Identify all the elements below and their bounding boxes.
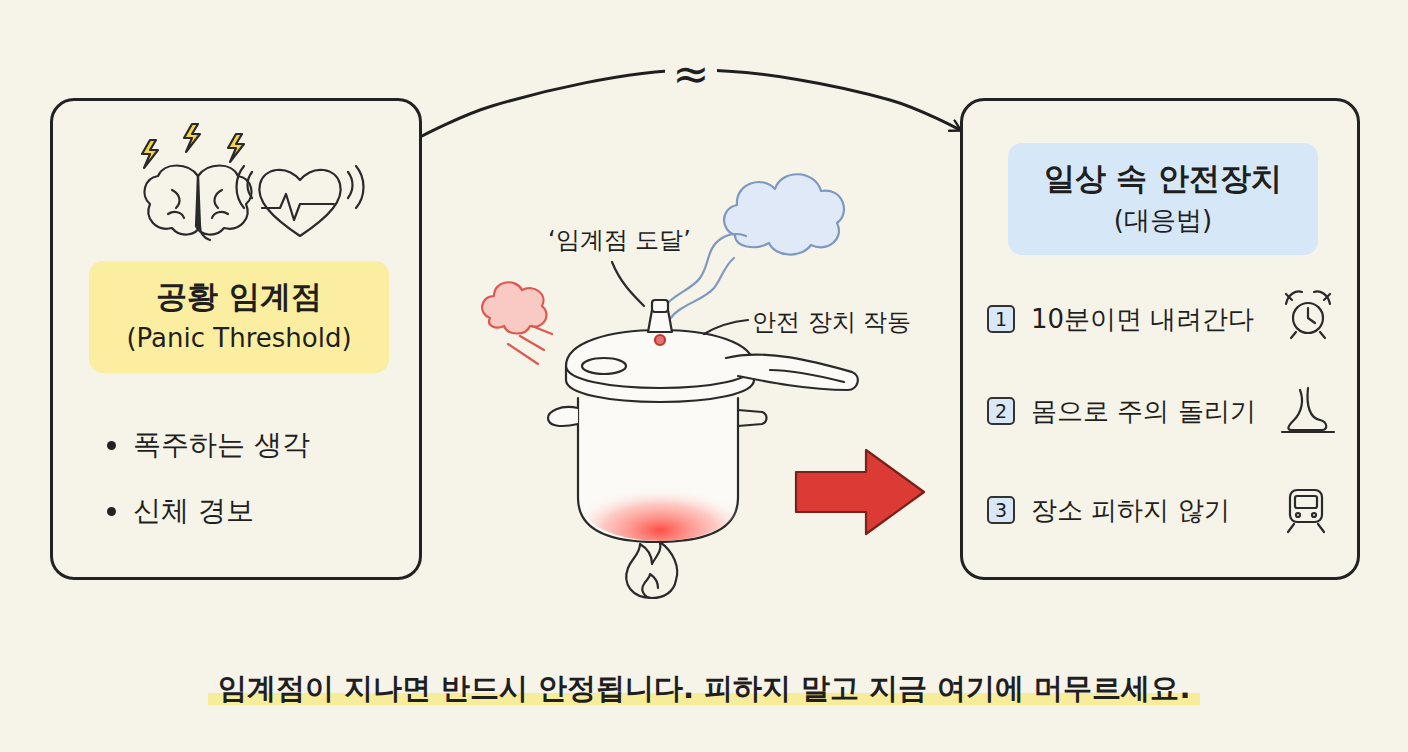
pressure-puff (482, 282, 552, 364)
list-item: 장소 피하지 않기 (1031, 492, 1230, 528)
leader-line (704, 320, 748, 334)
heading-text: 일상 속 안전장치 (1030, 157, 1296, 199)
lightning-icon (142, 124, 244, 168)
list-item: 폭주하는 생각 (133, 427, 310, 463)
subheading-text: (대응법) (1030, 199, 1296, 241)
heading-band: 일상 속 안전장치(대응법) (1008, 143, 1318, 255)
callout-number-box: 3 (987, 496, 1015, 524)
panel-box: 폭주하는 생각신체 경보 공황 임계점(Panic Threshold) (50, 98, 422, 580)
brain-icon (144, 166, 251, 241)
panel-box: 10분이면 내려간다몸으로 주의 돌리기장소 피하지 않기 일상 속 안전장치(대… (960, 98, 1360, 580)
subheading-text: (Panic Threshold) (111, 317, 367, 359)
clock-icon (1286, 292, 1330, 339)
heading-text: 공황 임계점 (111, 275, 367, 317)
flame-icon (626, 542, 677, 598)
bullet-dot (107, 507, 116, 516)
edge-label: ≈ (665, 49, 718, 99)
callout-number: 1 (992, 307, 1010, 331)
callout-number-box: 1 (987, 305, 1015, 333)
red-arrow (796, 450, 924, 534)
callout-number-box: 2 (987, 397, 1015, 425)
leader-line (612, 262, 644, 306)
list-item: 신체 경보 (133, 493, 254, 529)
callout-number: 3 (992, 498, 1010, 522)
list-item: 몸으로 주의 돌리기 (1031, 393, 1256, 429)
callout-label: ‘임계점 도달’ (548, 224, 691, 256)
foot-icon (1282, 388, 1334, 432)
caption: 임계점이 지나면 반드시 안정됩니다. 피하지 말고 지금 여기에 머무르세요. (208, 668, 1201, 708)
callout-number: 2 (992, 399, 1010, 423)
list-item: 10분이면 내려간다 (1031, 301, 1254, 337)
callout-label: 안전 장치 작동 (752, 306, 911, 338)
heart-icon (237, 166, 364, 236)
heading-band: 공황 임계점(Panic Threshold) (89, 261, 389, 373)
bullet-dot (107, 441, 116, 450)
train-icon (1288, 490, 1324, 532)
